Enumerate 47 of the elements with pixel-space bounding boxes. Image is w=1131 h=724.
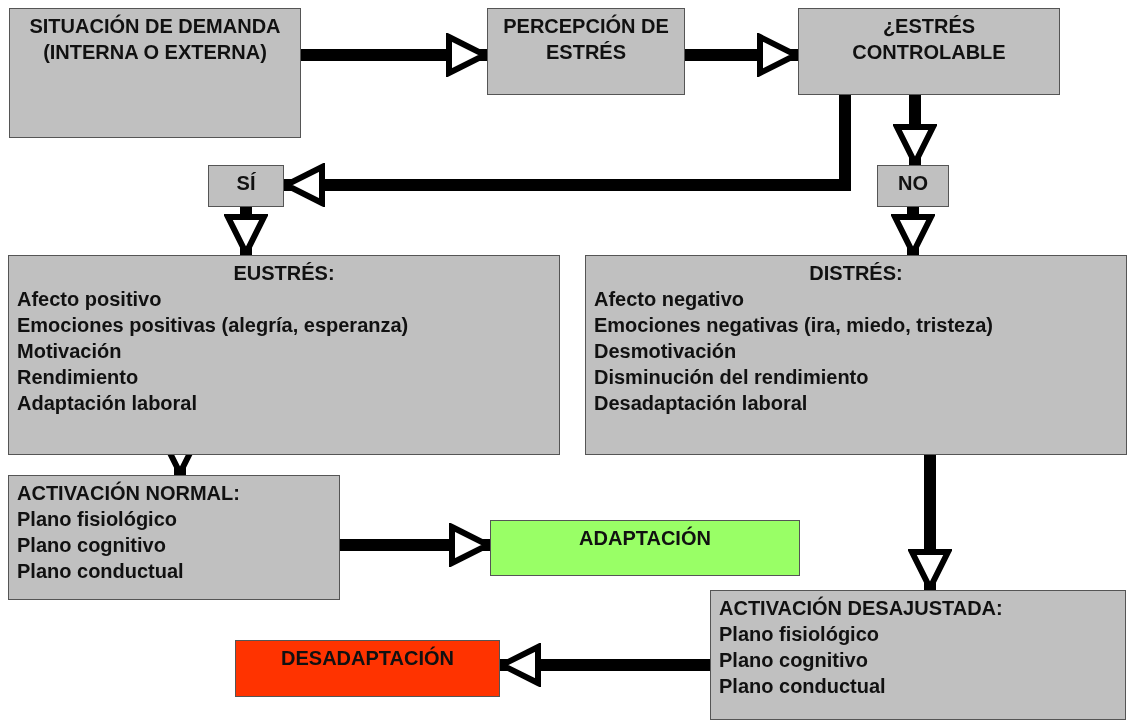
activation-box	[8, 475, 340, 600]
box-heading: ACTIVACIÓN DESAJUSTADA:	[719, 595, 1004, 621]
list-item: Plano cognitivo	[719, 648, 869, 673]
box-label: NO	[897, 171, 929, 196]
box-label: DESADAPTACIÓN	[280, 645, 455, 671]
answer-box	[877, 165, 949, 207]
list-item: Plano conductual	[17, 559, 185, 584]
list-item: Motivación	[17, 339, 123, 364]
box-heading: DISTRÉS:	[808, 261, 904, 286]
list-item: Afecto positivo	[17, 287, 163, 312]
list-item: Afecto negativo	[594, 287, 746, 312]
list-item: Emociones negativas (ira, miedo, tristeza)	[594, 313, 994, 338]
arrow	[909, 455, 951, 591]
list-item: Plano cognitivo	[17, 533, 167, 558]
list-item: Desadaptación laboral	[594, 391, 809, 416]
box-label: ADAPTACIÓN	[578, 525, 712, 551]
list-item: Desmotivación	[594, 339, 738, 364]
box-heading: EUSTRÉS:	[232, 261, 336, 286]
box-label: SÍ	[235, 171, 257, 196]
activation-box	[710, 590, 1126, 720]
box-label: SITUACIÓN DE DEMANDA (INTERNA O EXTERNA)	[28, 13, 282, 65]
answer-box	[208, 165, 284, 207]
list-item: Disminución del rendimiento	[594, 365, 870, 390]
result-box	[235, 640, 500, 697]
arrow	[301, 34, 488, 76]
process-box	[9, 8, 301, 138]
list-item: Emociones positivas (alegría, esperanza)	[17, 313, 410, 338]
list-item: Plano fisiológico	[719, 622, 880, 647]
decision-box	[798, 8, 1060, 95]
list-item: Rendimiento	[17, 365, 140, 390]
list-item: Adaptación laboral	[17, 391, 199, 416]
arrow	[340, 524, 491, 566]
arrow	[892, 207, 934, 256]
box-label: ¿ESTRÉS CONTROLABLE	[851, 14, 1007, 65]
box-label: PERCEPCIÓN DE ESTRÉS	[502, 13, 670, 65]
arrow	[283, 95, 851, 206]
process-box	[487, 8, 685, 95]
arrow	[685, 34, 799, 76]
list-item: Plano fisiológico	[17, 507, 178, 532]
box-heading: ACTIVACIÓN NORMAL:	[17, 480, 241, 506]
arrow	[894, 95, 936, 166]
arrow	[225, 207, 267, 256]
outcome-box	[585, 255, 1127, 455]
result-box	[490, 520, 800, 576]
outcome-box	[8, 255, 560, 455]
list-item: Plano conductual	[719, 674, 887, 699]
arrow	[499, 644, 710, 686]
